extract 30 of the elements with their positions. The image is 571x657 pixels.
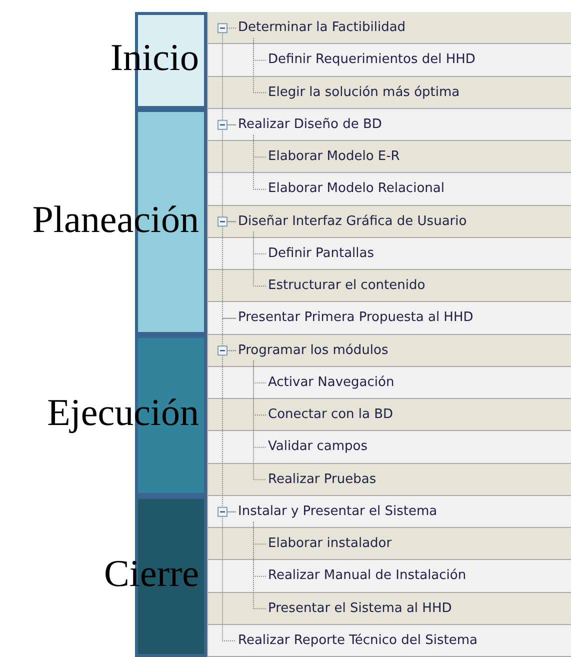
task-label: Elaborar instalador (266, 534, 394, 554)
task-label: Activar Navegación (266, 372, 396, 393)
task-label: Definir Requerimientos del HHD (266, 50, 478, 70)
tree-connector (222, 511, 236, 642)
task-label: Realizar Diseño de BD (236, 114, 384, 135)
task-label: Elaborar Modelo Relacional (266, 179, 446, 200)
task-label: Validar campos (266, 437, 370, 458)
task-label: Realizar Manual de Instalación (266, 566, 468, 586)
task-label: Conectar con la BD (266, 405, 396, 426)
tree-connector (253, 134, 266, 190)
task-label: Definir Pantallas (266, 244, 376, 264)
task-label: Instalar y Presentar el Sistema (236, 502, 440, 522)
task-label: Elegir la solución más óptima (266, 82, 462, 103)
task-label: Estructurar el contenido (266, 276, 428, 296)
task-label: Realizar Reporte Técnico del Sistema (236, 630, 480, 651)
tree-connector (253, 521, 266, 610)
tree-connector (253, 38, 266, 94)
tree-connector (222, 350, 236, 512)
tree-connector (222, 221, 236, 319)
task-label: Programar los módulos (236, 340, 390, 361)
task-label: Realizar Pruebas (266, 470, 378, 490)
tree-connector (222, 124, 236, 222)
task-label: Presentar el Sistema al HHD (266, 598, 454, 619)
task-label: Diseñar Interfaz Gráfica de Usuario (236, 212, 469, 232)
tree-connector (253, 231, 266, 287)
task-label: Determinar la Factibilidad (236, 18, 408, 38)
tree-connector (222, 28, 236, 126)
task-label: Presentar Primera Propuesta al HHD (236, 308, 476, 328)
tree-connector (253, 360, 266, 480)
task-label: Elaborar Modelo E-R (266, 147, 402, 168)
